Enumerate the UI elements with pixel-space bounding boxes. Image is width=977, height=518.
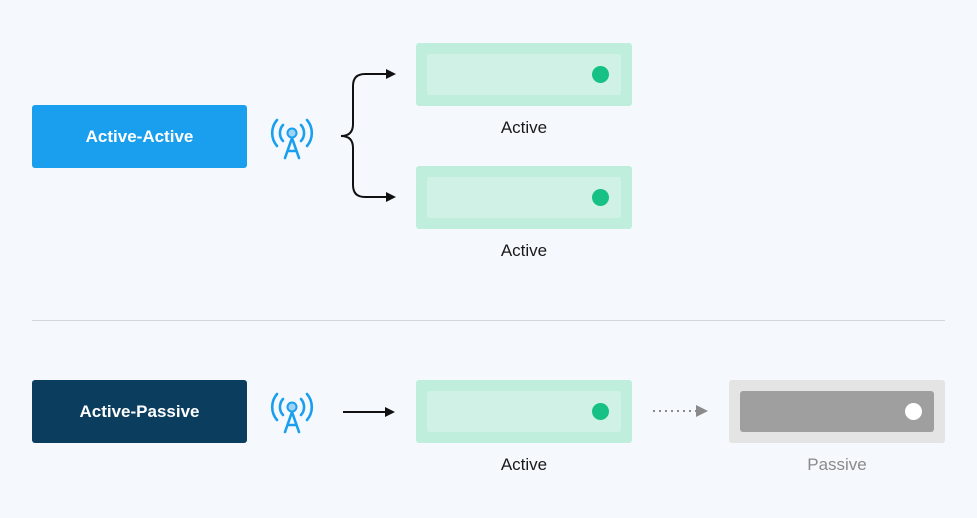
passive-node xyxy=(729,380,945,443)
active-active-label: Active-Active xyxy=(32,105,247,168)
node-panel xyxy=(427,391,621,432)
active-passive-label-text: Active-Passive xyxy=(79,401,200,421)
antenna-icon xyxy=(270,392,314,434)
dotted-arrow-head xyxy=(696,405,708,417)
node-panel xyxy=(427,177,621,218)
active-node-2 xyxy=(416,166,632,229)
status-dot xyxy=(592,189,609,206)
node-caption: Active xyxy=(500,241,548,260)
active-node-1 xyxy=(416,43,632,106)
node-caption: Active xyxy=(500,118,548,137)
active-passive-label: Active-Passive xyxy=(32,380,247,443)
status-dot xyxy=(905,403,922,420)
brace-connector xyxy=(340,73,393,198)
antenna-icon xyxy=(270,118,314,160)
node-caption: Active xyxy=(500,455,548,474)
active-node-primary xyxy=(416,380,632,443)
node-panel xyxy=(427,54,621,95)
node-panel xyxy=(740,391,934,432)
status-dot xyxy=(592,66,609,83)
section-divider xyxy=(32,320,945,321)
status-dot xyxy=(592,403,609,420)
active-active-label-text: Active-Active xyxy=(85,126,194,146)
node-caption: Passive xyxy=(807,455,867,474)
